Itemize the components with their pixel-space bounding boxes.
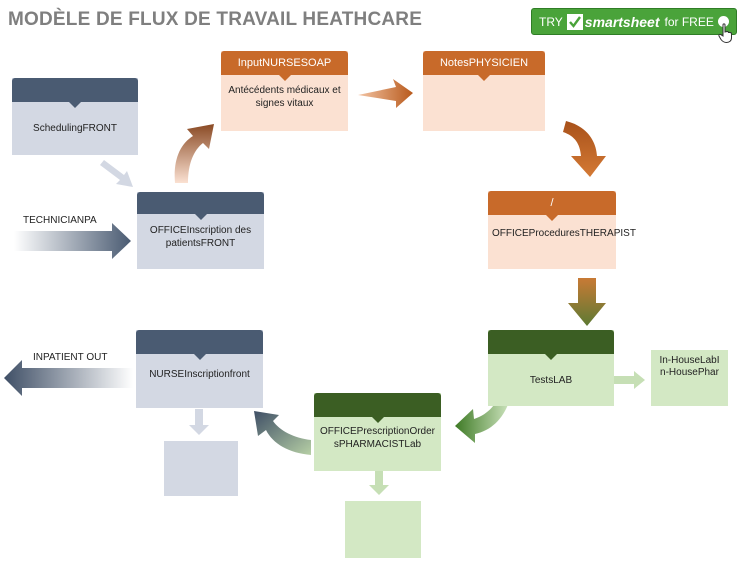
arrow-nurse-to-box <box>189 409 209 435</box>
arrow-inpatient-out <box>4 360 133 396</box>
inhouse-box: In-HouseLabIn-HousePhar <box>651 350 728 406</box>
empty-green-box <box>345 501 421 558</box>
cta-brand-label: smartsheet <box>584 13 660 30</box>
try-smartsheet-button[interactable]: TRY smartsheet for FREE <box>531 8 737 43</box>
arrow-scheduling-to-registration <box>100 160 133 187</box>
cta-try-label: TRY <box>539 14 563 29</box>
soap-box: InputNURSESOAP Antécédents médicaux et s… <box>221 51 348 131</box>
pointer-hand-icon <box>718 23 732 43</box>
nurse-text: NURSEInscriptionfront <box>149 369 250 380</box>
technician-label: TECHNICIANPA <box>23 215 97 226</box>
arrow-registration-to-soap <box>174 124 214 183</box>
registration-box: OFFICEInscription des patientsFRONT <box>137 192 264 269</box>
arrow-soap-to-physician <box>358 79 413 108</box>
physician-box: NotesPHYSICIEN <box>423 51 545 131</box>
checkmark-icon <box>566 13 583 30</box>
arrow-prescription-to-box <box>369 470 389 495</box>
physician-header: NotesPHYSICIEN <box>423 51 545 75</box>
info-dot-icon <box>717 16 729 27</box>
procedures-text: OFFICEProceduresTHERAPIST <box>492 228 636 239</box>
prescription-box: OFFICEPrescriptionOrdersPHARMACISTLab <box>314 393 441 471</box>
soap-text: Antécédents médicaux et signes vitaux <box>228 85 341 109</box>
inpatient-out-label: INPATIENT OUT <box>33 352 108 363</box>
arrow-prescription-to-nurse <box>254 411 311 455</box>
soap-header: InputNURSESOAP <box>221 51 348 75</box>
tests-text: TestsLAB <box>529 375 573 386</box>
page-title: MODÈLE DE FLUX DE TRAVAIL HEATHCARE <box>8 9 423 30</box>
procedures-box: / OFFICEProceduresTHERAPIST <box>488 191 636 269</box>
tests-box: TestsLAB <box>488 330 614 406</box>
empty-navy-box <box>164 441 238 496</box>
scheduling-box: SchedulingFRONT <box>12 78 138 155</box>
arrow-physician-to-procedures <box>563 121 606 177</box>
prescription-text: OFFICEPrescriptionOrdersPHARMACISTLab <box>319 426 436 450</box>
arrow-procedures-to-tests <box>568 278 606 326</box>
registration-text: OFFICEInscription des patientsFRONT <box>149 225 252 249</box>
inhouse-text: In-HouseLabIn-HousePhar <box>659 355 720 378</box>
nurse-box: NURSEInscriptionfront <box>136 330 263 408</box>
scheduling-text: SchedulingFRONT <box>33 123 117 134</box>
arrow-technician-in <box>14 223 131 259</box>
arrow-tests-to-inhouse <box>614 371 645 389</box>
cta-free-label: for FREE <box>664 14 714 29</box>
procedures-header: / <box>488 191 616 215</box>
